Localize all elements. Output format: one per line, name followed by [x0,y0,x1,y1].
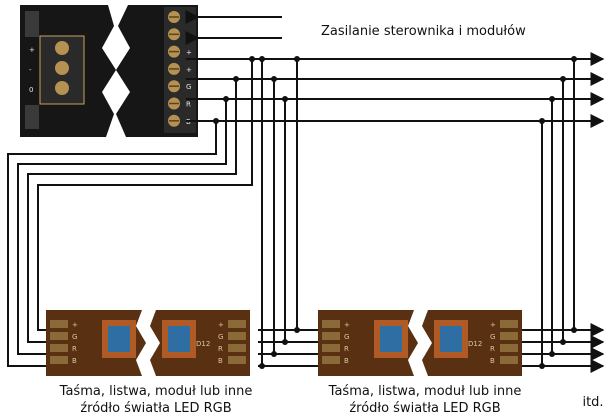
module-caption-line1: Taśma, listwa, moduł lub inne [59,384,253,399]
controller-mark: - [29,66,32,74]
led-chip [168,326,190,352]
left-wiring [7,59,253,367]
wire [17,99,227,355]
solder-pad [50,344,68,352]
solder-pad [228,332,246,340]
solder-pad [50,356,68,364]
solder-pad [322,332,340,340]
break-mark [136,310,160,376]
pad-label: + [218,321,224,329]
solder-pad [322,344,340,352]
terminal-label: G [186,83,191,91]
screw-terminal [55,61,69,75]
solder-pad [500,332,518,340]
terminal-label: + [186,49,192,57]
break-mark [408,310,432,376]
pad-label: G [344,333,349,341]
pad-label: G [490,333,495,341]
pad-label: G [218,333,223,341]
terminal-label: + [186,14,192,22]
solder-pad [500,320,518,328]
pad-label: G [72,333,77,341]
wire [27,79,237,343]
wire [37,59,253,331]
solder-pad [500,344,518,352]
controller-button-top [25,11,39,37]
pad-label: B [344,357,349,365]
solder-pad [500,356,518,364]
solder-pad [50,320,68,328]
controller-mark: 0 [29,86,33,94]
solder-pad [228,344,246,352]
solder-pad [322,356,340,364]
controller-board: + - 0 ++++GRB [20,5,198,137]
pad-label: B [490,357,495,365]
chip-label: D12 [468,340,482,348]
output-bus [186,52,605,128]
screw-terminal [55,81,69,95]
solder-pad [228,356,246,364]
pad-label: + [344,321,350,329]
terminal-label: + [186,31,192,39]
wire [7,121,217,367]
pad-label: + [72,321,78,329]
pad-label: B [218,357,223,365]
module-wiring [258,323,605,373]
module-caption-line2: źródło światła LED RGB [349,401,500,416]
led-chip [108,326,130,352]
pad-label: + [490,321,496,329]
controller-terminals: ++++GRB [168,11,192,127]
solder-pad [228,320,246,328]
etc-label: itd. [582,395,603,410]
supply-label: Zasilanie sterownika i modułów [321,24,526,39]
terminal-label: + [186,66,192,74]
pad-label: R [490,345,495,353]
controller-mark: + [29,46,35,54]
terminal-label: R [186,101,191,109]
pad-label: R [218,345,223,353]
pad-label: R [72,345,77,353]
module-caption-line1: Taśma, listwa, moduł lub inne [328,384,522,399]
chip-label: D12 [196,340,210,348]
controller-button-bottom [25,105,39,129]
module-caption-line2: źródło światła LED RGB [80,401,231,416]
solder-pad [50,332,68,340]
screw-terminal [55,41,69,55]
led-chip [380,326,402,352]
led-chip [440,326,462,352]
pad-label: B [72,357,77,365]
solder-pad [322,320,340,328]
pad-label: R [344,345,349,353]
vertical-drops [261,59,575,366]
break-mark [102,5,130,137]
